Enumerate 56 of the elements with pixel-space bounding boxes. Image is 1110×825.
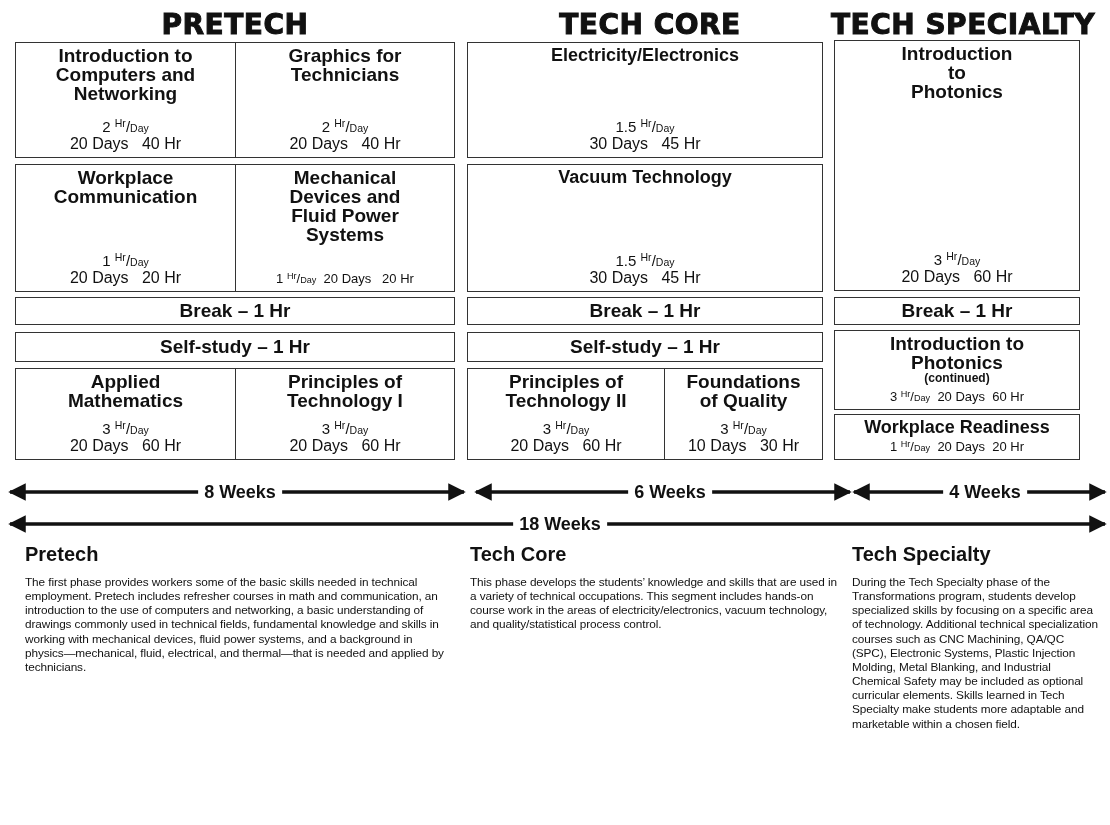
course-box [834, 40, 1080, 291]
section-heading: Pretech [25, 543, 99, 566]
course-box [467, 368, 665, 460]
course-title: Applied Mathematics [66, 372, 185, 410]
course-title: Introduction to Computers and Networking [54, 46, 197, 103]
course-title: Vacuum Technology [558, 168, 732, 186]
course-hours: 20 Days 60 Hr [901, 267, 1013, 286]
course-hours: 20 Days 60 Hr [69, 436, 182, 455]
course-title: Self-study – 1 Hr [160, 337, 310, 356]
course-title: Workplace Communication [52, 168, 199, 206]
schedule-bar [834, 297, 1080, 325]
phase-heading: TECH SPECIALTY [831, 8, 1095, 41]
course-title: Break – 1 Hr [179, 301, 291, 320]
course-title: Principles of Technology I [286, 372, 404, 410]
course-note: (continued) [924, 372, 990, 386]
course-title: Break – 1 Hr [589, 301, 701, 320]
course-title: Workplace Readiness [864, 418, 1050, 436]
course-hours: 30 Days 45 Hr [589, 268, 701, 287]
course-title: Electricity/Electronics [550, 46, 740, 64]
course-box [467, 42, 823, 158]
course-title: Break – 1 Hr [901, 301, 1013, 320]
course-hours: 10 Days 30 Hr [687, 436, 800, 455]
section-heading: Tech Specialty [852, 543, 991, 566]
description-paragraph: The first phase provides workers some of the basic skills needed in technical employment. Pretech includes refresher courses in math and communication, an introduction to the use of computers and networking, a basic understanding of drawings commonly used in technical fields, fundamental knowledge and skills in working with mechanical devices, fluid power systems, and a background in physics—mechanical, fluid, electrical, and thermal—that is needed and applied by technicians. [25, 575, 445, 675]
schedule-bar [467, 332, 823, 362]
phase-heading: TECH CORE [559, 8, 741, 41]
schedule-bar [467, 297, 823, 325]
course-hours: 20 Days 60 Hr [510, 436, 622, 455]
schedule-bar [15, 297, 455, 325]
course-box [834, 414, 1080, 460]
course-title: Foundations of Quality [685, 372, 802, 410]
course-box [664, 368, 823, 460]
section-heading: Tech Core [470, 543, 567, 566]
description-paragraph: During the Tech Specialty phase of the Transformations program, students develop specialized skills by focusing on a specific area of technology. Additional technical specialization courses such as CNC Machining, QA/QC (SPC), Electronic Systems, Plastic Injection Molding, Metal Blanking, and Industrial Chemical Safety may be included as optional curricular elements. Skills learned in Tech Specialty make students more adaptable and marketable within a chosen field. [852, 575, 1099, 731]
schedule-bar [15, 332, 455, 362]
course-title: Introduction to Photonics [889, 334, 1025, 372]
description-paragraph: This phase develops the students’ knowledge and skills that are used in a variety of technical occupations. This segment includes hands-on course work in the areas of electricity/electronics, vacuum technology, and quality/statistical process control. [470, 575, 838, 632]
course-title: Self-study – 1 Hr [570, 337, 720, 356]
course-hours: 30 Days 45 Hr [589, 134, 701, 153]
course-title: Principles of Technology II [504, 372, 628, 410]
course-box [15, 368, 236, 460]
course-box [834, 330, 1080, 410]
course-box [235, 42, 455, 158]
course-box [467, 164, 823, 292]
course-hours: 20 Days 20 Hr [69, 268, 182, 287]
course-hours: 20 Days 40 Hr [69, 134, 182, 153]
course-hours: 20 Days 40 Hr [289, 134, 401, 153]
course-title: Graphics for Technicians [287, 46, 403, 84]
course-hours: 20 Days 60 Hr [289, 436, 401, 455]
course-title: Mechanical Devices and Fluid Power Systems [288, 168, 402, 244]
phase-heading: PRETECH [161, 8, 309, 41]
course-box [15, 164, 236, 292]
course-box [235, 368, 455, 460]
course-box [15, 42, 236, 158]
course-title: Introduction to Photonics [901, 44, 1013, 101]
course-box [235, 164, 455, 292]
